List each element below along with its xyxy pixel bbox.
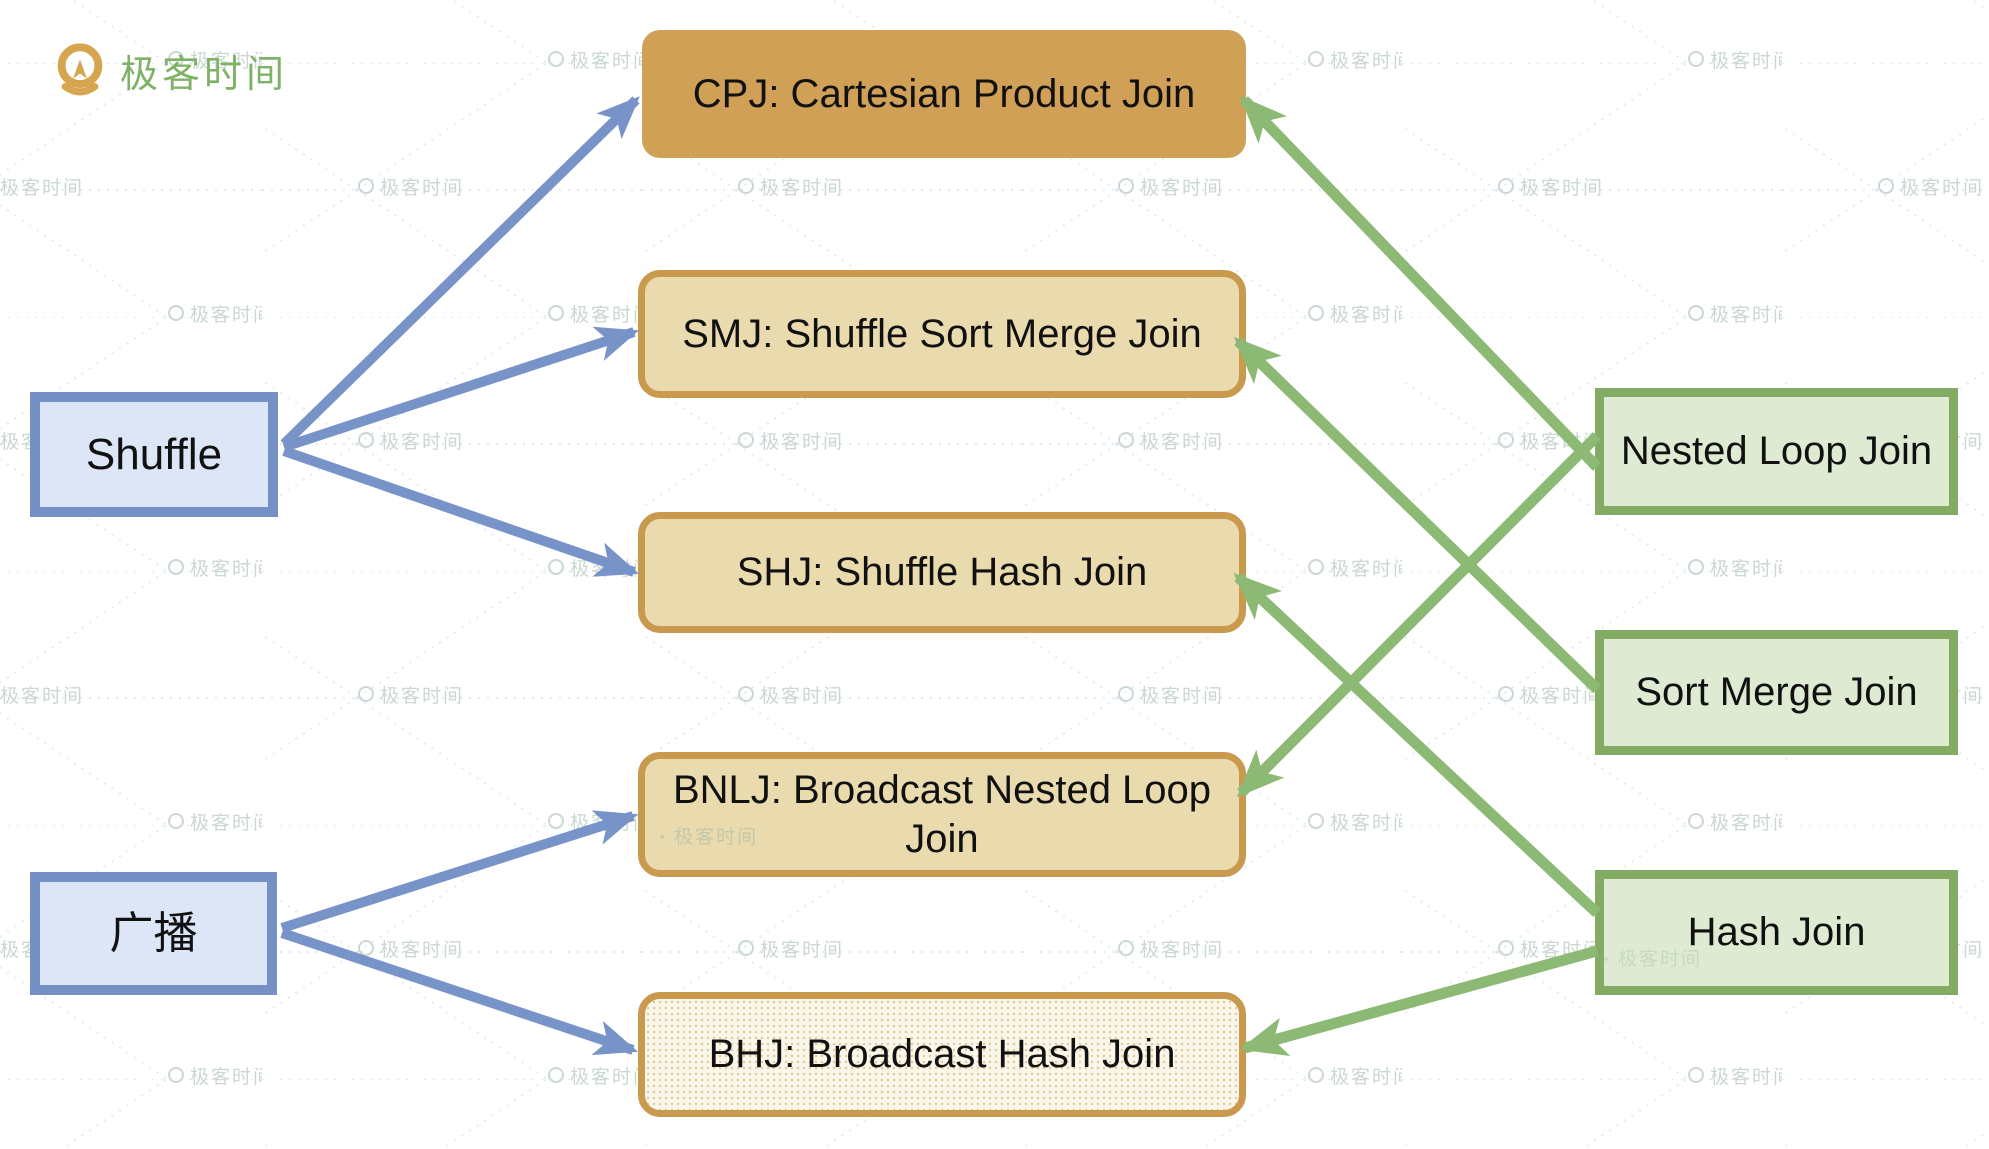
edge-broadcast-bhj bbox=[280, 928, 639, 1056]
node-bnlj: BNLJ: Broadcast Nested Loop Join bbox=[638, 752, 1246, 877]
edge-shuffle-shj bbox=[282, 446, 640, 577]
node-shj: SHJ: Shuffle Hash Join bbox=[638, 512, 1246, 633]
watermark-mark: 极客时间 bbox=[1600, 944, 1702, 971]
geektime-logo-text: 极客时间 bbox=[120, 53, 289, 96]
edge-nlj-cpj bbox=[1239, 95, 1601, 471]
edge-shuffle-cpj bbox=[280, 96, 640, 448]
node-bhj: BHJ: Broadcast Hash Join bbox=[638, 992, 1246, 1117]
edge-shuffle-smj bbox=[282, 326, 640, 452]
node-hash-join: Hash Join bbox=[1595, 870, 1958, 995]
node-broadcast: 广播 bbox=[30, 872, 277, 995]
node-sort-merge-join: Sort Merge Join bbox=[1595, 630, 1958, 755]
edge-broadcast-bnlj bbox=[280, 810, 639, 933]
edge-nlj-bnlj bbox=[1236, 432, 1601, 798]
watermark-mark: 极客时间 bbox=[656, 822, 758, 849]
node-shuffle: Shuffle bbox=[30, 392, 278, 517]
edge-hashjoin-bhj bbox=[1239, 945, 1599, 1057]
node-cpj: CPJ: Cartesian Product Join bbox=[642, 30, 1246, 158]
node-nested-loop-join: Nested Loop Join bbox=[1595, 388, 1958, 515]
edge-hashjoin-shj bbox=[1233, 572, 1601, 918]
geektime-logo: 极客时间 bbox=[52, 42, 288, 98]
node-smj: SMJ: Shuffle Sort Merge Join bbox=[638, 270, 1246, 398]
geektime-logo-icon bbox=[57, 43, 103, 96]
edge-sortmergejoin-smj bbox=[1233, 336, 1601, 693]
